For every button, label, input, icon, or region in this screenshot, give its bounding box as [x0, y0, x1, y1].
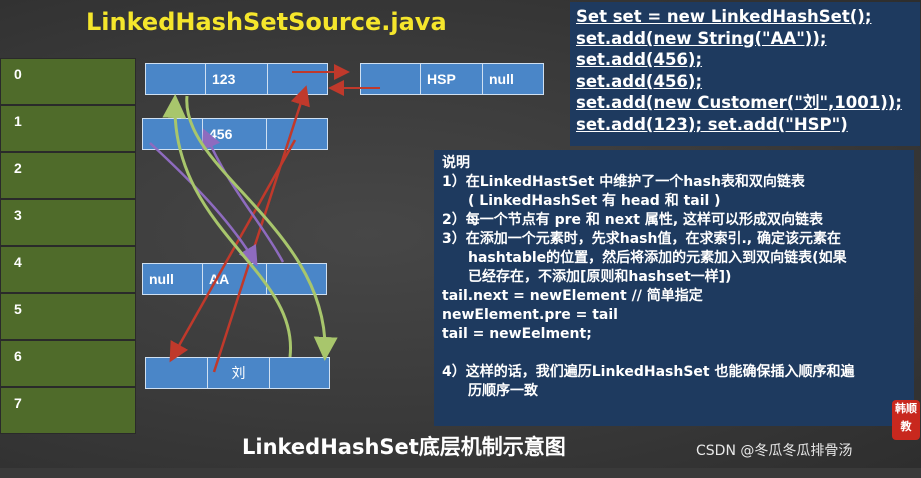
node-aa: null AA [142, 263, 327, 295]
node-value-cell: 刘 [208, 358, 270, 388]
diagram-caption: LinkedHashSet底层机制示意图 [242, 435, 566, 459]
code-line: set.add(new Customer("刘",1001)); [576, 93, 902, 112]
arrow-liu-to-456-curve [162, 94, 292, 358]
table-slot-0: 0 [0, 58, 136, 105]
node-456: 456 [142, 118, 328, 150]
notes-code-line: tail.next = newElement // 简单指定 [442, 288, 703, 304]
arrow-liu-to-123 [212, 85, 310, 373]
notes-code-line: tail = newEelment; [442, 326, 592, 342]
notes-line: 3）在添加一个元素时，先求hash值，在求索引., 确定该元素在 [442, 231, 841, 247]
diagram-title: LinkedHashSetSource.java [86, 8, 447, 36]
arrow-123-to-liu-curve [185, 95, 338, 361]
code-line: set.add(456); [576, 71, 703, 91]
table-slot-2: 2 [0, 152, 136, 199]
explanation-panel: 说明 1）在LinkedHastSet 中维护了一个hash表和双向链表 ( L… [434, 150, 914, 426]
arrow-aa-to-456 [201, 128, 285, 263]
table-slot-7: 7 [0, 387, 136, 434]
watermark: CSDN @冬瓜冬瓜排骨汤 [696, 443, 853, 459]
code-line: set.add(new String("AA")); [576, 28, 827, 48]
notes-heading: 说明 [442, 155, 470, 171]
table-slot-1: 1 [0, 105, 136, 152]
table-slot-3: 3 [0, 199, 136, 246]
node-pre-cell [146, 358, 208, 388]
notes-line: 已经存在，不添加[原则和hashset一样]) [468, 269, 732, 285]
node-value-cell: 123 [206, 64, 268, 94]
node-pre-cell [146, 64, 206, 94]
table-slot-4: 4 [0, 246, 136, 293]
node-next-cell: null [489, 71, 514, 87]
notes-line: ( LinkedHashSet 有 head 和 tail ) [468, 193, 721, 209]
node-pre-cell: null [143, 264, 203, 294]
notes-line: 4）这样的话，我们遍历LinkedHashSet 也能确保插入顺序和遍 [442, 364, 855, 380]
notes-line: 2）每一个节点有 pre 和 next 属性, 这样可以形成双向链表 [442, 212, 824, 228]
node-pre-cell [361, 64, 421, 94]
code-line: set.add(123); set.add("HSP") [576, 114, 848, 134]
node-hsp: HSP null [360, 63, 544, 95]
notes-line: 1）在LinkedHastSet 中维护了一个hash表和双向链表 [442, 174, 805, 190]
hash-table: 0 1 2 3 4 5 6 7 [0, 58, 136, 478]
code-panel: Set set = new LinkedHashSet(); set.add(n… [570, 2, 920, 146]
node-value-cell: HSP [421, 64, 483, 94]
arrow-456-to-liu [169, 139, 297, 363]
table-slot-5: 5 [0, 293, 136, 340]
table-slot-6: 6 [0, 340, 136, 387]
notes-line: 历顺序一致 [468, 383, 538, 399]
notes-line: hashtable的位置，然后将添加的元素加入到双向链表(如果 [468, 250, 847, 266]
notes-code-line: newElement.pre = tail [442, 307, 618, 323]
logo-badge: 韩顺 教 [892, 400, 920, 440]
code-line: Set set = new LinkedHashSet(); [576, 7, 872, 26]
notes-spacer [442, 344, 906, 363]
arrow-456-to-aa [149, 142, 258, 267]
arrow-layer [149, 64, 380, 373]
code-line: set.add(456); [576, 50, 703, 69]
